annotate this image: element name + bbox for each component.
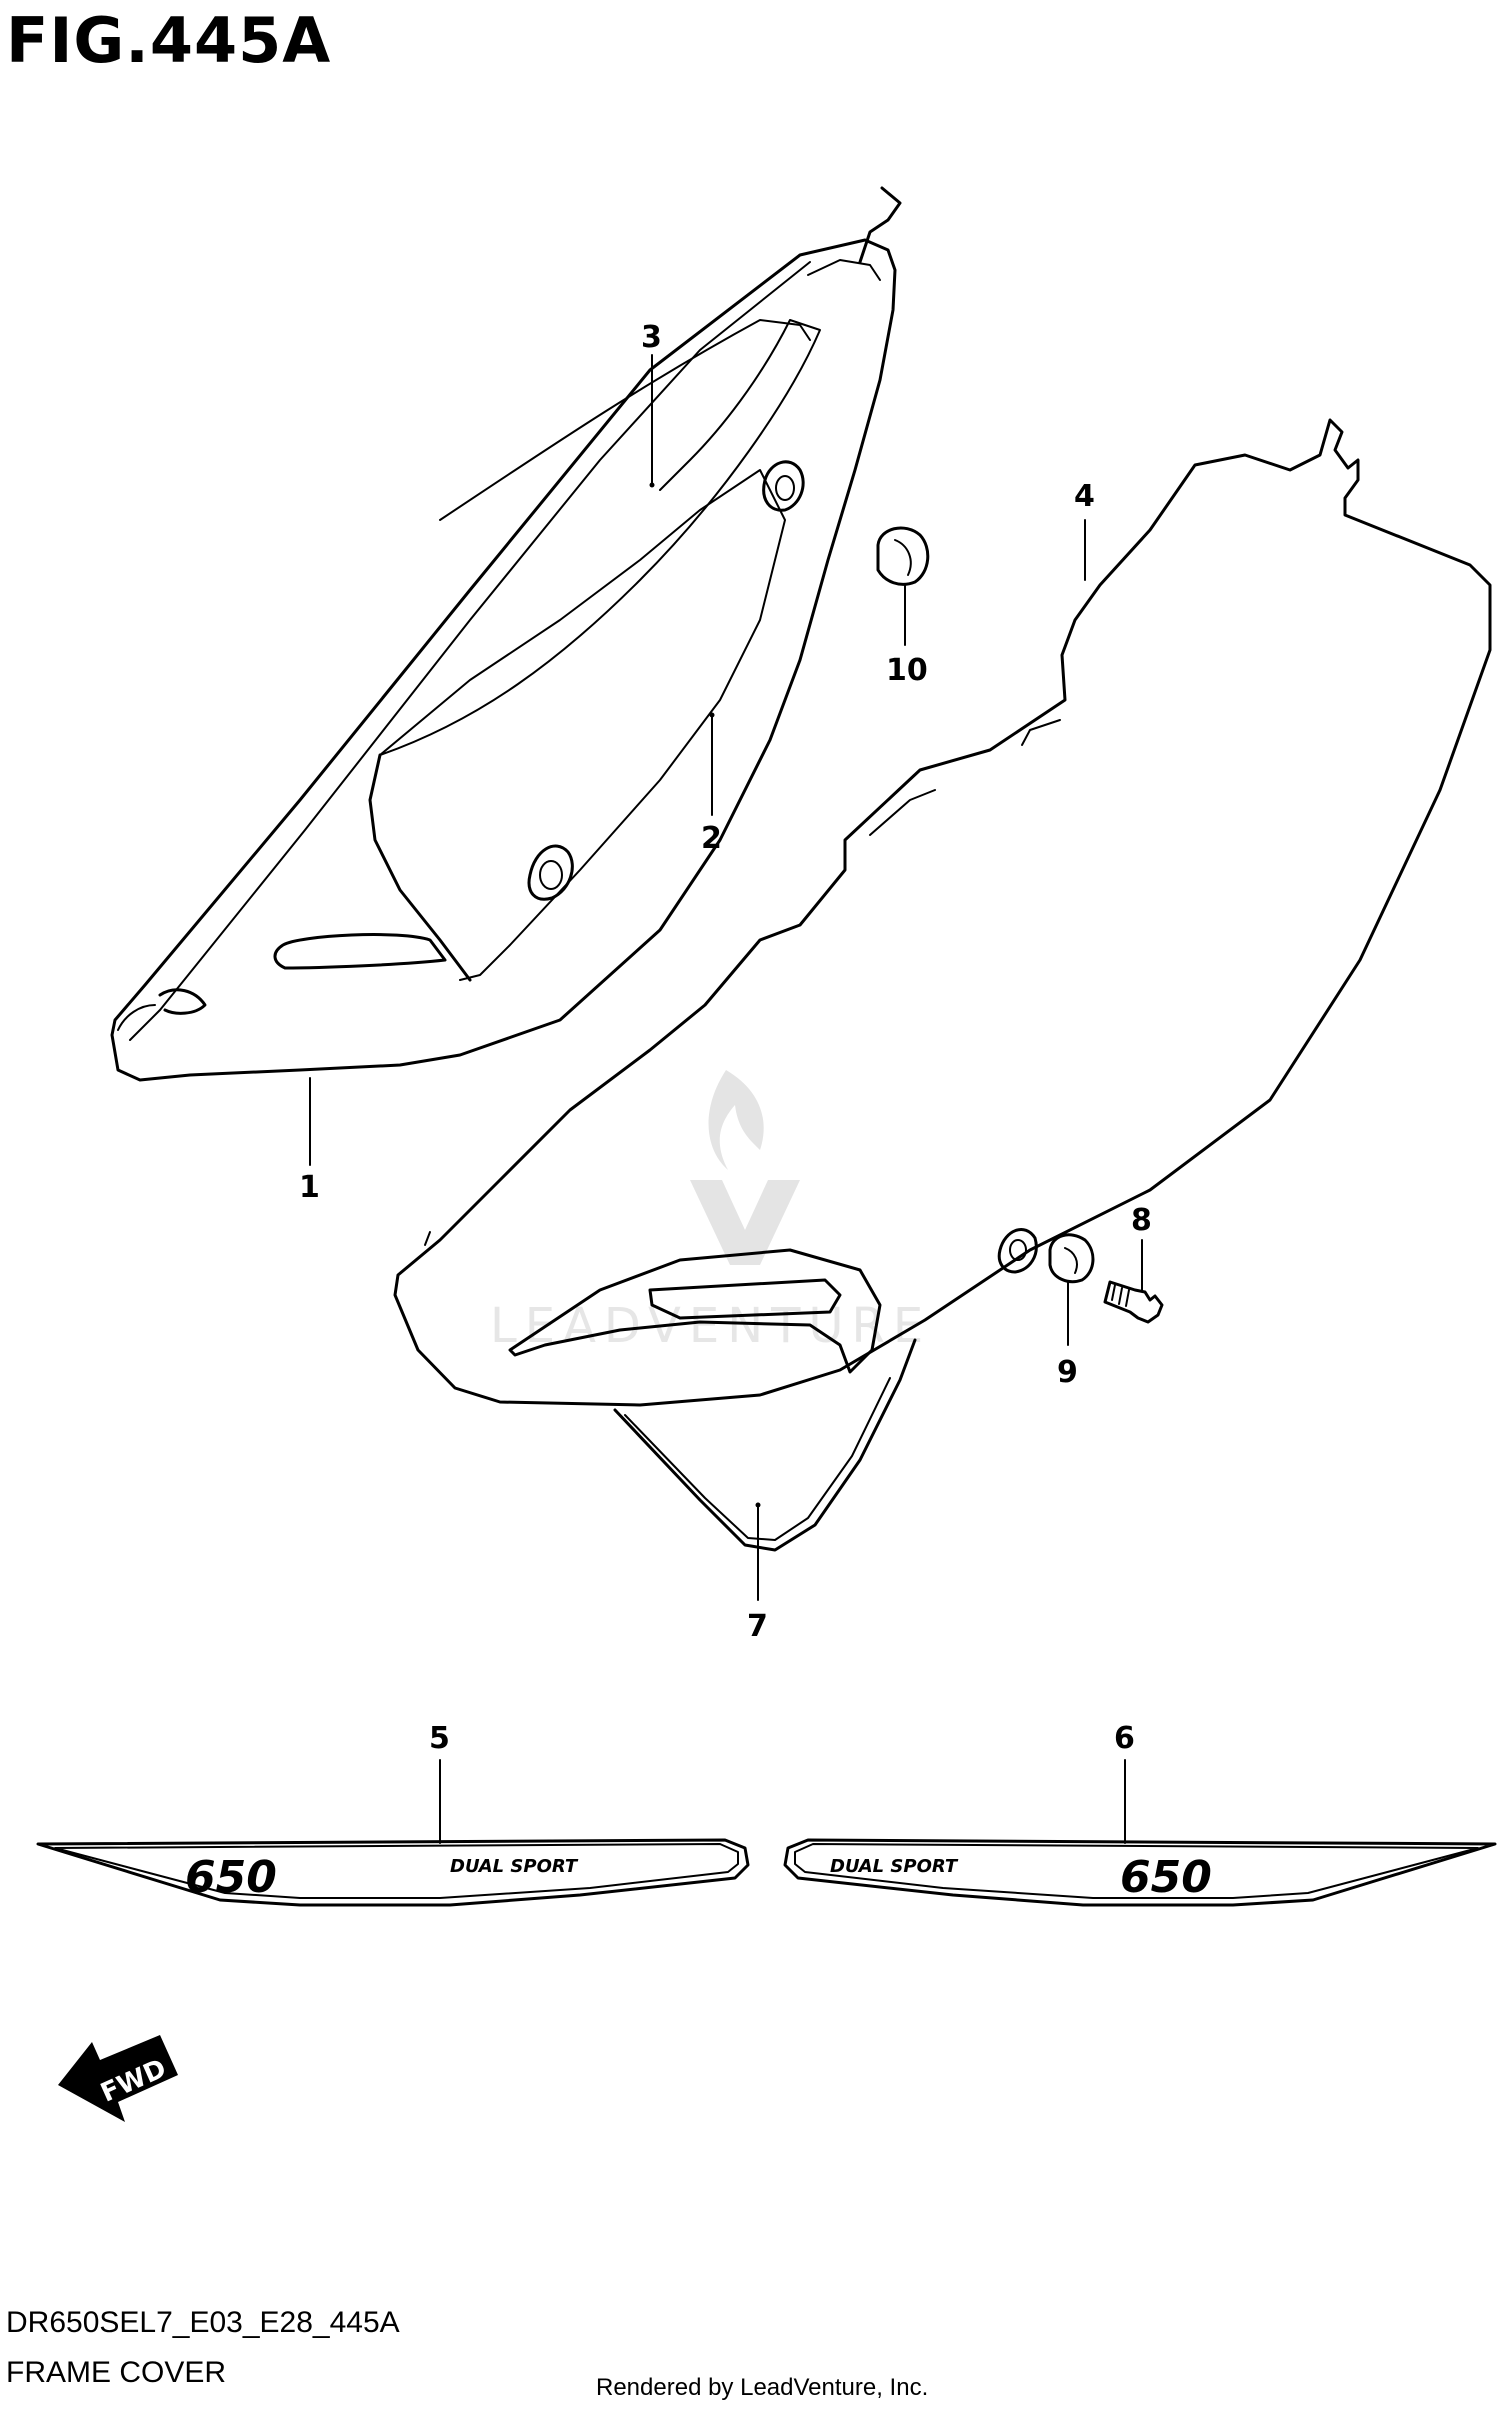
callout-leaders	[309, 354, 1143, 1844]
decal-part-5: 650 DUAL SPORT	[36, 1838, 750, 1907]
callout-8: 8	[1131, 1203, 1152, 1238]
credit-text: Rendered by LeadVenture, Inc.	[596, 2374, 929, 2401]
figure-title: FIG.445A	[6, 4, 332, 77]
watermark-logo: LEADVENTURE	[490, 1070, 931, 1354]
forward-arrow: FWD	[58, 2035, 178, 2122]
decal-part-6: 650 DUAL SPORT	[783, 1838, 1497, 1907]
callout-5: 5	[429, 1721, 450, 1756]
grommet-part-9	[1048, 1233, 1095, 1284]
right-frame-cover	[393, 418, 1492, 1552]
callout-4: 4	[1074, 479, 1095, 514]
callout-3: 3	[641, 320, 662, 355]
decal-6-series-text: DUAL SPORT	[830, 1856, 959, 1877]
decal-5-model-text: 650	[185, 1852, 277, 1903]
callout-1: 1	[299, 1170, 320, 1205]
section-name: FRAME COVER	[6, 2356, 227, 2389]
grommet-part-10	[876, 526, 930, 586]
callout-6: 6	[1114, 1721, 1135, 1756]
diagram-code: DR650SEL7_E03_E28_445A	[6, 2306, 400, 2339]
callout-numbers: 1 2 3 4 5 6 7 8 9 10	[299, 320, 1152, 1756]
left-frame-cover	[110, 186, 902, 1082]
watermark-text: LEADVENTURE	[490, 1298, 931, 1354]
decal-6-model-text: 650	[1120, 1852, 1212, 1903]
callout-7: 7	[747, 1609, 768, 1644]
screw-part-8	[1103, 1280, 1164, 1324]
callout-2: 2	[701, 821, 722, 856]
callout-10: 10	[886, 653, 928, 688]
decal-5-series-text: DUAL SPORT	[450, 1856, 579, 1877]
callout-9: 9	[1057, 1355, 1078, 1390]
